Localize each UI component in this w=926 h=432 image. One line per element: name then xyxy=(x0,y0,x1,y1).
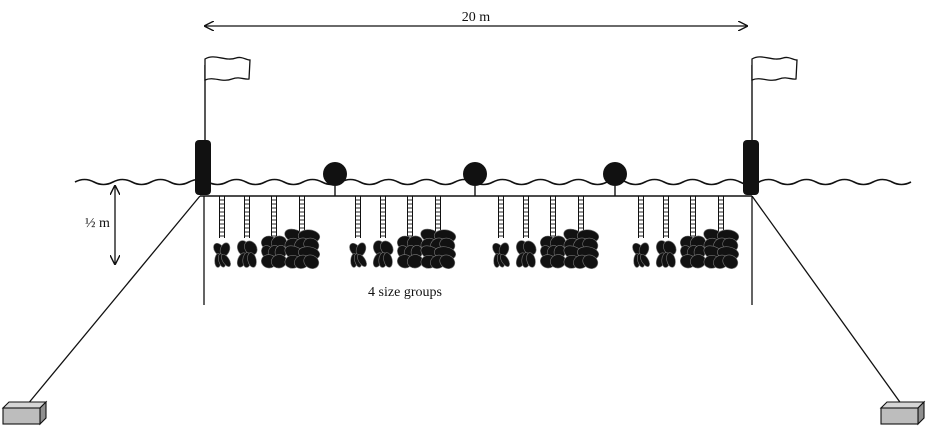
mussel-clump xyxy=(680,235,706,269)
size-group-cluster xyxy=(213,196,321,269)
span-label: 20 m xyxy=(462,10,491,25)
size-group-cluster xyxy=(492,196,600,269)
mussel-rope xyxy=(492,196,510,268)
mussel-clump xyxy=(284,228,321,269)
mussel-clump xyxy=(213,242,231,268)
mussel-rope xyxy=(703,196,740,269)
mussel-clump xyxy=(703,228,740,269)
mussel-rope xyxy=(236,196,258,268)
mussel-rope xyxy=(284,196,321,269)
water-surface xyxy=(74,178,912,186)
mussel-rope xyxy=(261,196,287,269)
mussel-clump xyxy=(515,240,537,268)
mussel-rope xyxy=(563,196,600,269)
mussel-rope xyxy=(540,196,566,269)
mussel-rope xyxy=(349,196,367,268)
mussel-clump xyxy=(397,235,423,269)
mussel-clump xyxy=(261,235,287,269)
buoy-group xyxy=(323,162,627,196)
buoy-icon xyxy=(323,162,347,196)
mussel-clump xyxy=(540,235,566,269)
mussel-clump xyxy=(655,240,677,268)
mussel-clump xyxy=(492,242,510,268)
mussel-clump xyxy=(349,242,367,268)
buoy-icon xyxy=(603,162,627,196)
flag-icon xyxy=(751,56,798,81)
mussel-rope xyxy=(515,196,537,268)
mussel-clump xyxy=(420,228,457,269)
buoy-icon xyxy=(463,162,487,196)
rope-group xyxy=(213,196,740,269)
anchor-block-icon xyxy=(1,400,48,426)
anchor-block-icon xyxy=(879,400,926,426)
size-groups-label: 4 size groups xyxy=(368,285,442,300)
mussel-clump xyxy=(372,240,394,268)
size-group-cluster xyxy=(632,196,740,269)
depth-label: ½ m xyxy=(85,216,110,231)
mooring-line-right xyxy=(751,195,903,406)
marker-pole-left xyxy=(195,56,251,195)
mussel-rope xyxy=(680,196,706,269)
mussel-rope xyxy=(655,196,677,268)
mussel-rope xyxy=(372,196,394,268)
float-cylinder-icon xyxy=(195,140,211,195)
mussel-clump xyxy=(563,228,600,269)
mooring-line-left xyxy=(26,195,201,406)
mussel-rope xyxy=(213,196,231,268)
mussel-rope xyxy=(632,196,650,268)
mussel-clump xyxy=(236,240,258,268)
size-group-cluster xyxy=(349,196,457,269)
flag-icon xyxy=(204,56,251,81)
mussel-clump xyxy=(632,242,650,268)
mussel-rope xyxy=(420,196,457,269)
mussel-rope xyxy=(397,196,423,269)
float-cylinder-icon xyxy=(743,140,759,195)
marker-pole-right xyxy=(743,56,798,195)
